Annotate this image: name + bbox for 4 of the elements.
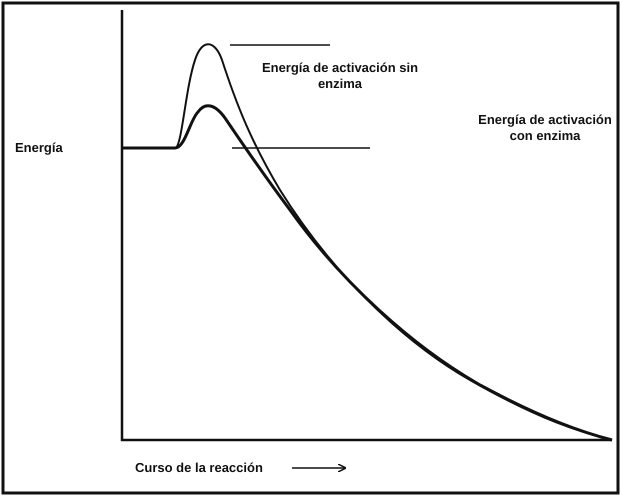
axis-label: Energía: [15, 140, 64, 156]
annotation-label: Energía de activación con enzima: [477, 112, 613, 144]
annotation-label: Energía de activación sin enzima: [260, 60, 420, 92]
axis-label: Curso de la reacción: [135, 460, 264, 476]
